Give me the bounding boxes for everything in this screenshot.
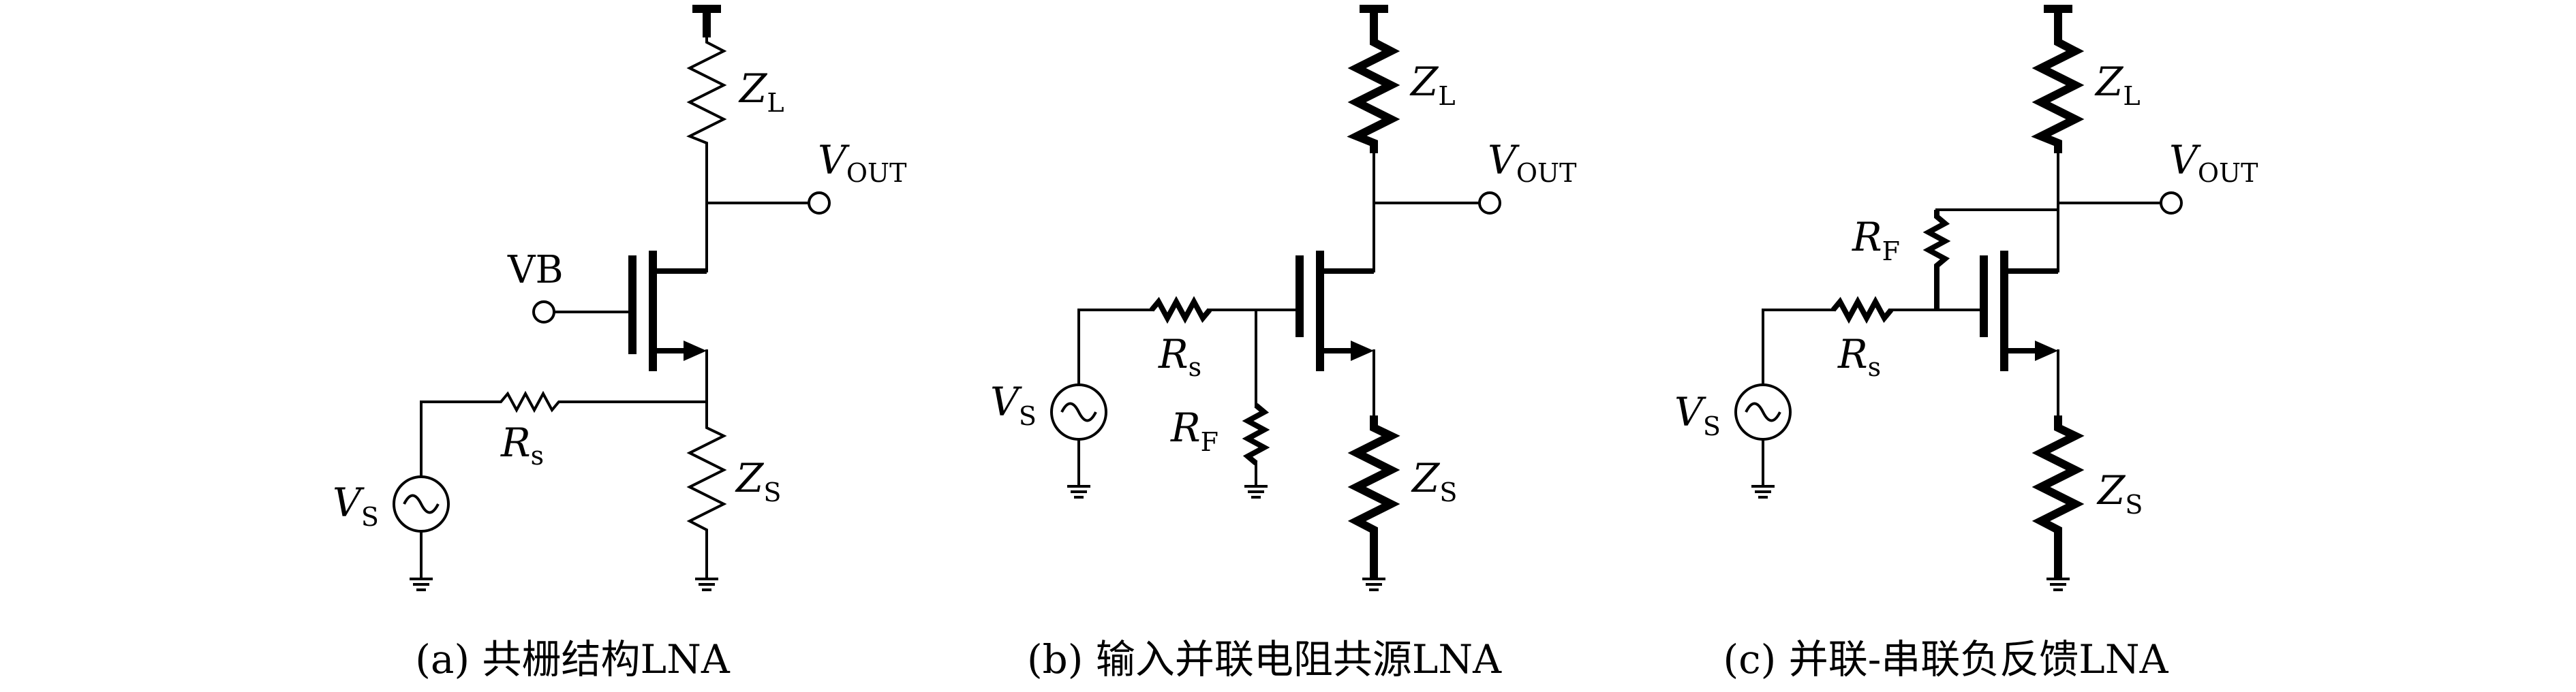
vdd-supply-b [1360,5,1388,37]
source-resistor-rs-c [1830,296,1894,324]
ground-symbol-a-source [695,578,718,591]
label-zl-b: ZL [1409,59,1456,111]
label-zs-c: ZS [2096,467,2143,520]
shunt-resistor-rf-b [1242,403,1270,466]
label-vout-c: VOUT [2169,137,2258,188]
circuit-a-common-gate-lna: ZL VOUT VB Rs ZS VS (a) 共栅结构LNA [333,5,906,682]
source-resistor-rs-b [1149,296,1212,324]
label-zs-b: ZS [1411,455,1457,507]
nmos-transistor-c [1980,251,2058,371]
caption-a: (a) 共栅结构LNA [415,636,731,682]
vdd-supply-a [692,5,721,37]
circuit-c-shunt-series-feedback-lna: ZL VOUT RF Rs ZS VS (c) 并联-串联负反馈LNA [1674,5,2258,682]
caption-b: (b) 输入并联电阻共源LNA [1027,636,1502,682]
label-rf-b: RF [1170,405,1218,457]
caption-c: (c) 并联-串联负反馈LNA [1723,636,2169,682]
ground-symbol-c-input [1751,485,1775,499]
output-terminal-b [1478,191,1501,215]
label-vs-c: VS [1674,389,1721,441]
label-vout-a: VOUT [818,137,906,188]
source-resistor-rs-a [420,390,708,413]
circuit-b-input-shunt-resistor-cs-lna: ZL VOUT Rs RF ZS VS (b) 输入并联电阻共源LNA [990,5,1576,682]
ground-symbol-c-source [2046,578,2070,591]
label-zl-a: ZL [738,65,784,118]
label-vout-b: VOUT [1488,137,1576,188]
gate-bias-terminal-a [532,300,555,324]
label-rs-b: Rs [1158,331,1201,382]
label-rs-a: Rs [500,420,544,471]
label-vs-b: VS [990,379,1037,431]
ac-voltage-source-b [1050,383,1107,441]
label-rf-c: RF [1852,214,1900,266]
source-impedance-zs-b [1347,415,1400,578]
load-impedance-zl-b [1347,37,1400,153]
ground-symbol-a-input [410,578,433,591]
nmos-transistor-a [628,251,707,371]
load-impedance-zl-c [2031,37,2085,153]
vdd-supply-c [2044,5,2072,37]
source-impedance-zs-c [2031,415,2085,578]
ac-voltage-source-a [393,475,450,533]
nmos-transistor-b [1295,251,1374,371]
ground-symbol-b-input [1067,485,1090,499]
ground-symbol-b-source [1362,578,1385,591]
label-vs-a: VS [333,479,379,532]
feedback-resistor-rf-c [1922,210,1951,310]
label-zl-c: ZL [2094,59,2141,111]
source-impedance-zs-a [686,400,727,579]
load-impedance-zl-a [686,36,727,155]
output-terminal-a [808,191,831,215]
label-rs-c: Rs [1837,331,1881,382]
output-terminal-c [2160,191,2183,215]
ac-voltage-source-c [1734,383,1792,441]
ground-symbol-b-rf [1244,485,1268,499]
label-zs-a: ZS [735,455,781,507]
label-vb-a: VB [507,248,564,292]
